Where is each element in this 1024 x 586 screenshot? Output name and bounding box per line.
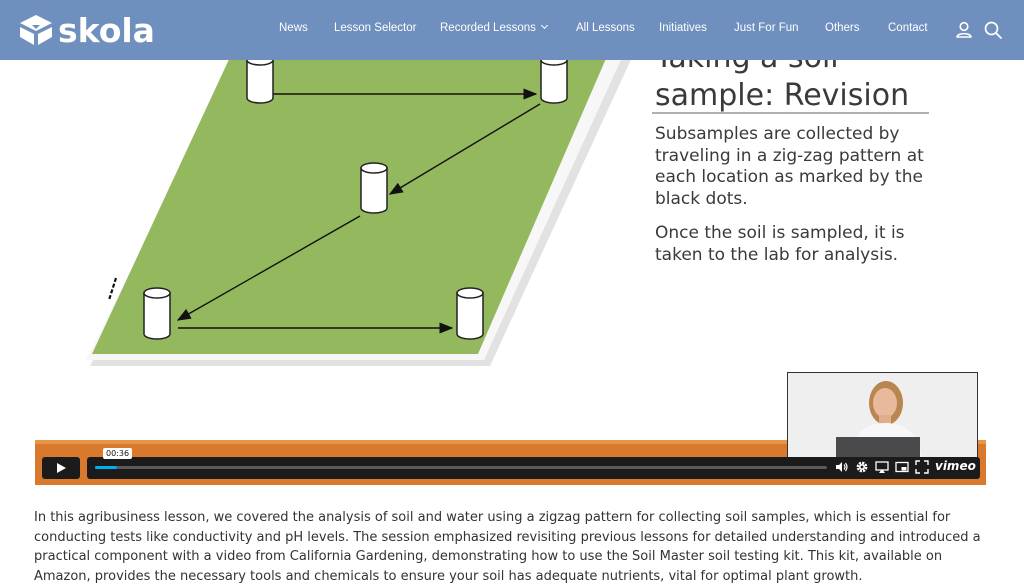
soil-field — [92, 60, 606, 354]
airplay-icon[interactable] — [875, 460, 889, 474]
progress-fill — [95, 466, 117, 469]
settings-icon[interactable] — [855, 460, 869, 474]
nav-recorded-lessons-label: Recorded Lessons — [440, 22, 536, 34]
slide-title-line: sample: Revision — [655, 78, 910, 113]
site-header: skola News Lesson Selector Recorded Less… — [0, 0, 1024, 60]
nav-lesson-selector[interactable]: Lesson Selector — [334, 22, 417, 34]
zigzag-sampling-diagram — [86, 60, 631, 366]
presenter-image — [788, 373, 977, 457]
progress-bar[interactable] — [95, 466, 827, 469]
volume-icon[interactable] — [835, 460, 849, 474]
nav-recorded-lessons[interactable]: Recorded Lessons — [440, 21, 548, 34]
play-icon — [57, 463, 66, 473]
slide-title-partial: Taking a soil — [655, 60, 839, 76]
sample-point — [540, 60, 568, 104]
video-slide[interactable]: Taking a soil sample: Revision Subsample… — [0, 60, 1024, 444]
sample-point — [246, 60, 274, 104]
video-band-top — [35, 440, 986, 445]
fullscreen-icon[interactable] — [915, 460, 929, 474]
nav-initiatives[interactable]: Initiatives — [659, 22, 707, 34]
site-logo[interactable]: skola — [18, 10, 155, 50]
lesson-description: In this agribusiness lesson, we covered … — [34, 510, 981, 584]
presenter-video[interactable] — [787, 372, 978, 458]
current-time: 00:36 — [103, 448, 133, 459]
play-button[interactable] — [42, 457, 80, 479]
sample-point — [456, 287, 484, 340]
vimeo-logo[interactable]: vimeo — [935, 459, 976, 473]
slide-paragraph: Subsamples are collected by traveling in… — [655, 124, 924, 209]
nav-just-for-fun[interactable]: Just For Fun — [734, 22, 799, 34]
search-icon[interactable] — [983, 20, 1003, 40]
nav-others[interactable]: Others — [825, 22, 860, 34]
slide-divider — [652, 112, 929, 114]
chevron-down-icon — [540, 21, 548, 30]
pip-icon[interactable] — [895, 460, 909, 474]
nav-all-lessons[interactable]: All Lessons — [576, 22, 635, 34]
sample-point — [143, 287, 171, 340]
nav-news[interactable]: News — [279, 22, 308, 34]
logo-text: skola — [58, 10, 155, 50]
nav-contact[interactable]: Contact — [888, 22, 928, 34]
sample-point — [360, 162, 388, 214]
user-icon[interactable] — [954, 20, 974, 40]
logo-mark-icon — [20, 15, 52, 45]
slide-paragraph: Once the soil is sampled, it is taken to… — [655, 223, 905, 265]
